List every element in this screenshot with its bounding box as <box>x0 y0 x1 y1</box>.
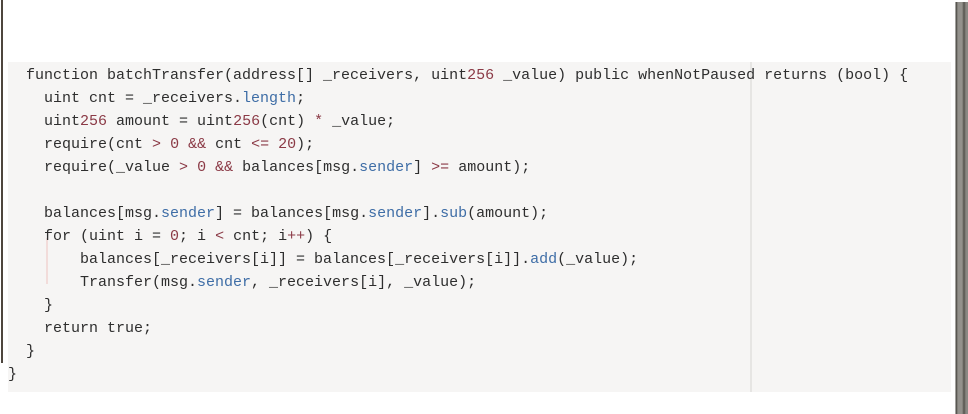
code-editor[interactable]: function batchTransfer(address[] _receiv… <box>8 62 951 392</box>
code-token: balances[msg. <box>233 159 360 176</box>
code-token: cnt; i <box>224 228 288 245</box>
code-content: function batchTransfer(address[] _receiv… <box>8 62 908 386</box>
code-token: 256 <box>80 113 108 130</box>
code-line: Transfer(msg.sender, _receivers[i], _val… <box>8 271 908 294</box>
code-token <box>206 159 215 176</box>
code-token: ) { <box>305 228 333 245</box>
code-token: 0 <box>197 159 207 176</box>
code-token: && <box>188 136 207 153</box>
code-token <box>188 159 197 176</box>
code-token: _value; <box>323 113 396 130</box>
code-line: return true; <box>8 317 908 340</box>
code-token: function batchTransfer(address[] _receiv… <box>8 67 468 84</box>
code-token: sender <box>197 274 252 291</box>
code-token: uint <box>8 113 81 130</box>
code-token: 0 <box>170 136 180 153</box>
code-token: } <box>8 297 54 314</box>
code-token: cnt <box>206 136 252 153</box>
code-token: amount = uint <box>107 113 234 130</box>
code-line: for (uint i = 0; i < cnt; i++) { <box>8 225 908 248</box>
code-token <box>269 136 278 153</box>
code-token: } <box>8 366 18 383</box>
code-line: balances[msg.sender] = balances[msg.send… <box>8 202 908 225</box>
code-token: _value) public whenNotPaused returns (bo… <box>494 67 909 84</box>
code-line: uint cnt = _receivers.length; <box>8 87 908 110</box>
window-left-border <box>1 0 3 363</box>
code-token: balances[msg. <box>8 205 162 222</box>
code-token: < <box>215 228 225 245</box>
code-token: ++ <box>287 228 306 245</box>
code-token: balances[_receivers[i]] = balances[_rece… <box>8 251 531 268</box>
code-token: length <box>242 90 297 107</box>
code-token: uint cnt = _receivers. <box>8 90 243 107</box>
code-token: sub <box>440 205 468 222</box>
code-line: uint256 amount = uint256(cnt) * _value; <box>8 110 908 133</box>
code-token: , _receivers[i], _value); <box>251 274 477 291</box>
code-line <box>8 179 908 202</box>
code-token: require(_value <box>8 159 180 176</box>
code-token: * <box>314 113 324 130</box>
code-token: Transfer(msg. <box>8 274 198 291</box>
code-token <box>161 136 170 153</box>
code-token: add <box>530 251 558 268</box>
code-token: && <box>215 159 234 176</box>
code-line: require(cnt > 0 && cnt <= 20); <box>8 133 908 156</box>
code-line: function batchTransfer(address[] _receiv… <box>8 64 908 87</box>
code-token: require(cnt <box>8 136 153 153</box>
indent-guide-line <box>46 238 48 284</box>
column-ruler-line <box>750 62 752 392</box>
code-token: 0 <box>170 228 180 245</box>
code-token: <= <box>251 136 270 153</box>
code-token: ] <box>413 159 432 176</box>
code-line: balances[_receivers[i]] = balances[_rece… <box>8 248 908 271</box>
code-token: return true; <box>8 320 153 337</box>
code-token: (cnt) <box>260 113 315 130</box>
code-token: 256 <box>233 113 261 130</box>
code-line: require(_value > 0 && balances[msg.sende… <box>8 156 908 179</box>
code-token: ]. <box>422 205 441 222</box>
code-token: > <box>179 159 189 176</box>
code-token: > <box>152 136 162 153</box>
code-token: amount); <box>449 159 531 176</box>
code-token <box>179 136 188 153</box>
code-token: ; i <box>179 228 216 245</box>
code-line: } <box>8 363 908 386</box>
code-token: (_value); <box>557 251 639 268</box>
code-token: sender <box>368 205 423 222</box>
code-token: >= <box>431 159 450 176</box>
code-token: ] = balances[msg. <box>215 205 369 222</box>
code-token: } <box>8 343 36 360</box>
code-token: 256 <box>467 67 495 84</box>
code-token: sender <box>359 159 414 176</box>
vertical-scrollbar[interactable] <box>953 2 968 414</box>
code-token: 20 <box>278 136 297 153</box>
code-line: } <box>8 294 908 317</box>
code-token: ; <box>296 90 306 107</box>
code-token: (amount); <box>467 205 549 222</box>
code-token: ); <box>296 136 315 153</box>
code-line: } <box>8 340 908 363</box>
code-token: sender <box>161 205 216 222</box>
code-token: for (uint i = <box>8 228 171 245</box>
